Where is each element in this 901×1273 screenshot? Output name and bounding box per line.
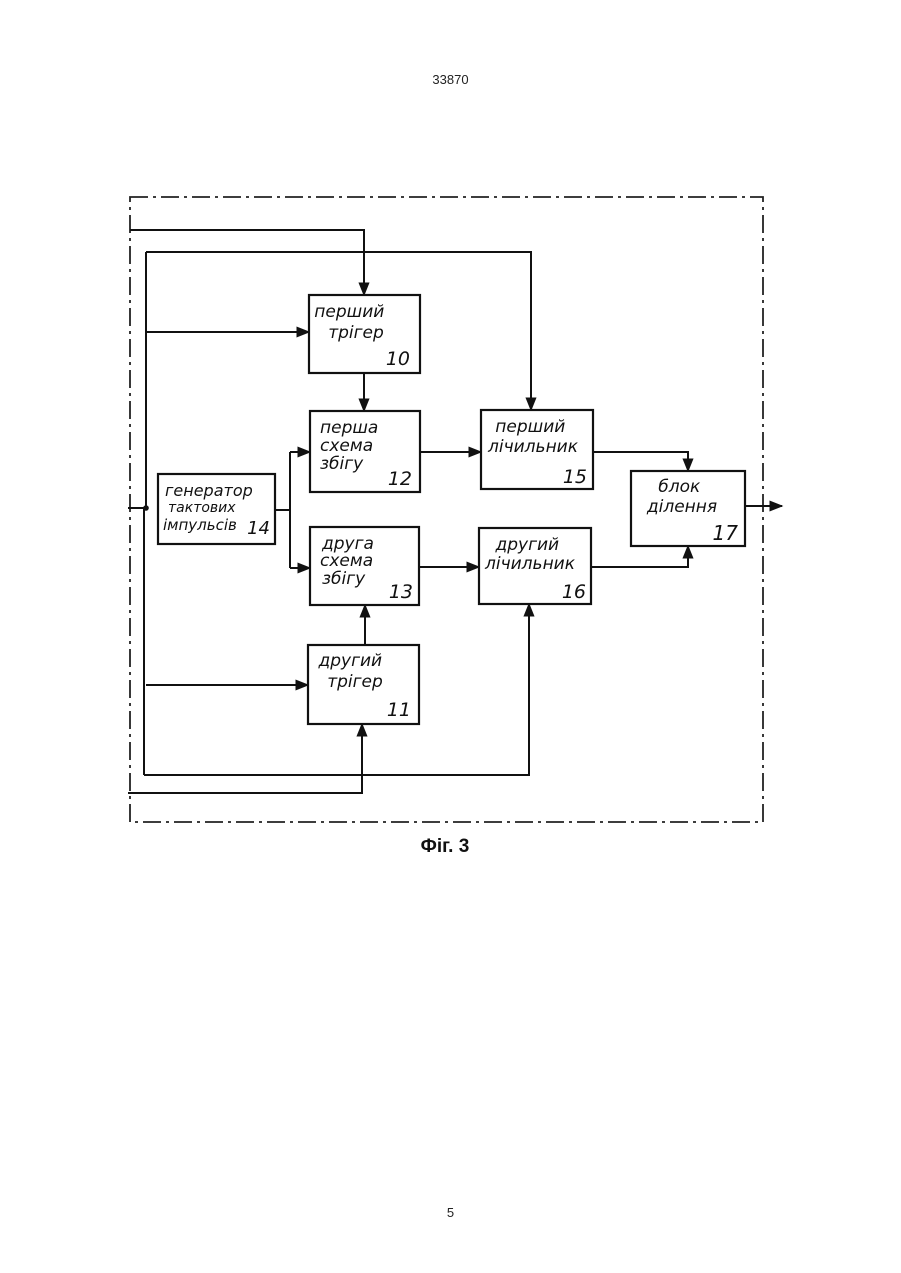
first-trigger-number: 10 [386, 348, 410, 370]
division-unit-number: 17 [713, 521, 739, 545]
first-coincidence-circuit-number: 12 [388, 468, 412, 490]
page-number: 5 [0, 1205, 901, 1220]
second-trigger-label: другий трігер [317, 651, 387, 692]
figure-caption: Фіг. 3 [0, 836, 890, 858]
first-counter-label: перший лічильник [487, 417, 579, 457]
first-counter-number: 15 [563, 466, 587, 488]
second-counter-number: 16 [562, 581, 586, 603]
second-counter-label: другий лічильник [484, 535, 576, 574]
clock-generator-number: 14 [247, 518, 270, 539]
second-trigger-number: 11 [387, 699, 411, 721]
second-coincidence-circuit-number: 13 [389, 581, 413, 603]
